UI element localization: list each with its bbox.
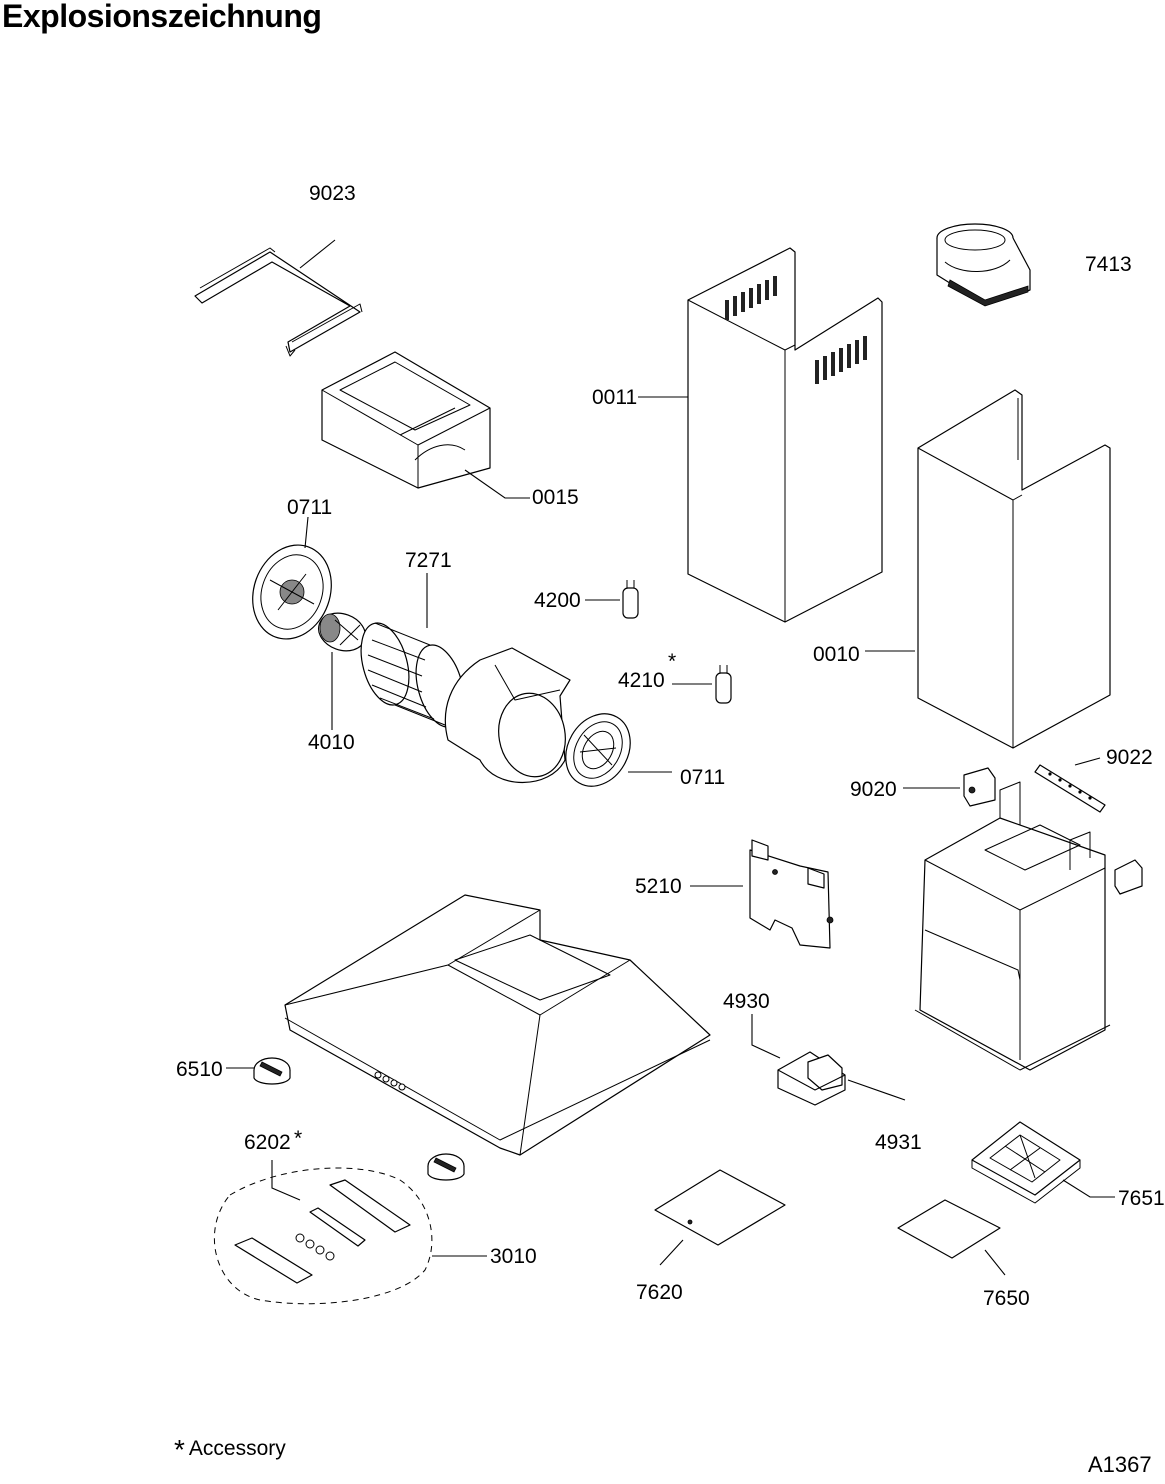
part-0010-chimney-lower[interactable] bbox=[917, 389, 1111, 749]
footnote-star: * bbox=[174, 1434, 185, 1465]
accessory-mark-4210: * bbox=[668, 650, 676, 673]
label-9022: 9022 bbox=[1106, 746, 1153, 769]
part-5210-cover[interactable] bbox=[749, 839, 834, 949]
part-6510-knob[interactable] bbox=[253, 1057, 291, 1085]
label-7651: 7651 bbox=[1118, 1187, 1165, 1210]
label-7271: 7271 bbox=[405, 549, 452, 572]
part-9023-frame[interactable] bbox=[194, 247, 363, 357]
label-4200: 4200 bbox=[534, 589, 581, 612]
part-fan-housing[interactable] bbox=[444, 647, 571, 784]
part-4200-capacitor[interactable] bbox=[622, 580, 639, 619]
part-7413-adapter[interactable] bbox=[936, 223, 1031, 307]
part-7620-filter[interactable] bbox=[654, 1169, 786, 1246]
part-9022-rail[interactable] bbox=[1034, 764, 1106, 813]
label-4210: 4210 bbox=[618, 669, 665, 692]
label-6510: 6510 bbox=[176, 1058, 223, 1081]
part-0011-chimney-upper[interactable] bbox=[687, 247, 883, 623]
label-0711-bottom: 0711 bbox=[680, 766, 725, 789]
label-0711-top: 0711 bbox=[287, 496, 332, 519]
label-4930: 4930 bbox=[723, 990, 770, 1013]
part-3010-electronics-kit[interactable] bbox=[214, 1167, 433, 1305]
label-7620: 7620 bbox=[636, 1281, 683, 1304]
label-4931: 4931 bbox=[875, 1131, 922, 1154]
label-3010: 3010 bbox=[490, 1245, 537, 1268]
part-0015-box[interactable] bbox=[321, 351, 491, 489]
label-6202: 6202 bbox=[244, 1131, 291, 1154]
label-0010: 0010 bbox=[813, 643, 860, 666]
footnote-text: Accessory bbox=[188, 1437, 286, 1460]
drawing-id: A1367 bbox=[1088, 1452, 1152, 1477]
page-title: Explosionszeichnung bbox=[2, 0, 322, 34]
label-4010: 4010 bbox=[308, 731, 355, 754]
accessory-footnote: *Accessory bbox=[174, 1430, 286, 1465]
part-4010-motor[interactable] bbox=[313, 607, 370, 657]
label-0011: 0011 bbox=[592, 386, 637, 409]
label-0015: 0015 bbox=[532, 486, 579, 509]
part-hood[interactable] bbox=[284, 894, 711, 1156]
part-7650-filter[interactable] bbox=[897, 1199, 1001, 1259]
part-7651-filter-frame[interactable] bbox=[971, 1121, 1081, 1204]
accessory-mark-6202: * bbox=[294, 1127, 302, 1150]
label-9020: 9020 bbox=[850, 778, 897, 801]
label-9023: 9023 bbox=[309, 182, 356, 205]
part-labels: 9023 7413 0011 0015 0711 7271 4200 4210 … bbox=[176, 182, 1165, 1310]
part-0711-motor-plate[interactable] bbox=[240, 534, 344, 650]
part-9020-bracket[interactable] bbox=[963, 767, 996, 807]
part-0711-grill[interactable] bbox=[553, 702, 643, 798]
label-5210: 5210 bbox=[635, 875, 682, 898]
label-7413: 7413 bbox=[1085, 253, 1132, 276]
part-knob-spare[interactable] bbox=[427, 1153, 465, 1181]
label-7650: 7650 bbox=[983, 1287, 1030, 1310]
part-mounting-frame[interactable] bbox=[914, 781, 1143, 1071]
part-4210-capacitor[interactable] bbox=[715, 665, 732, 704]
part-4930-transformer[interactable] bbox=[777, 1051, 846, 1106]
